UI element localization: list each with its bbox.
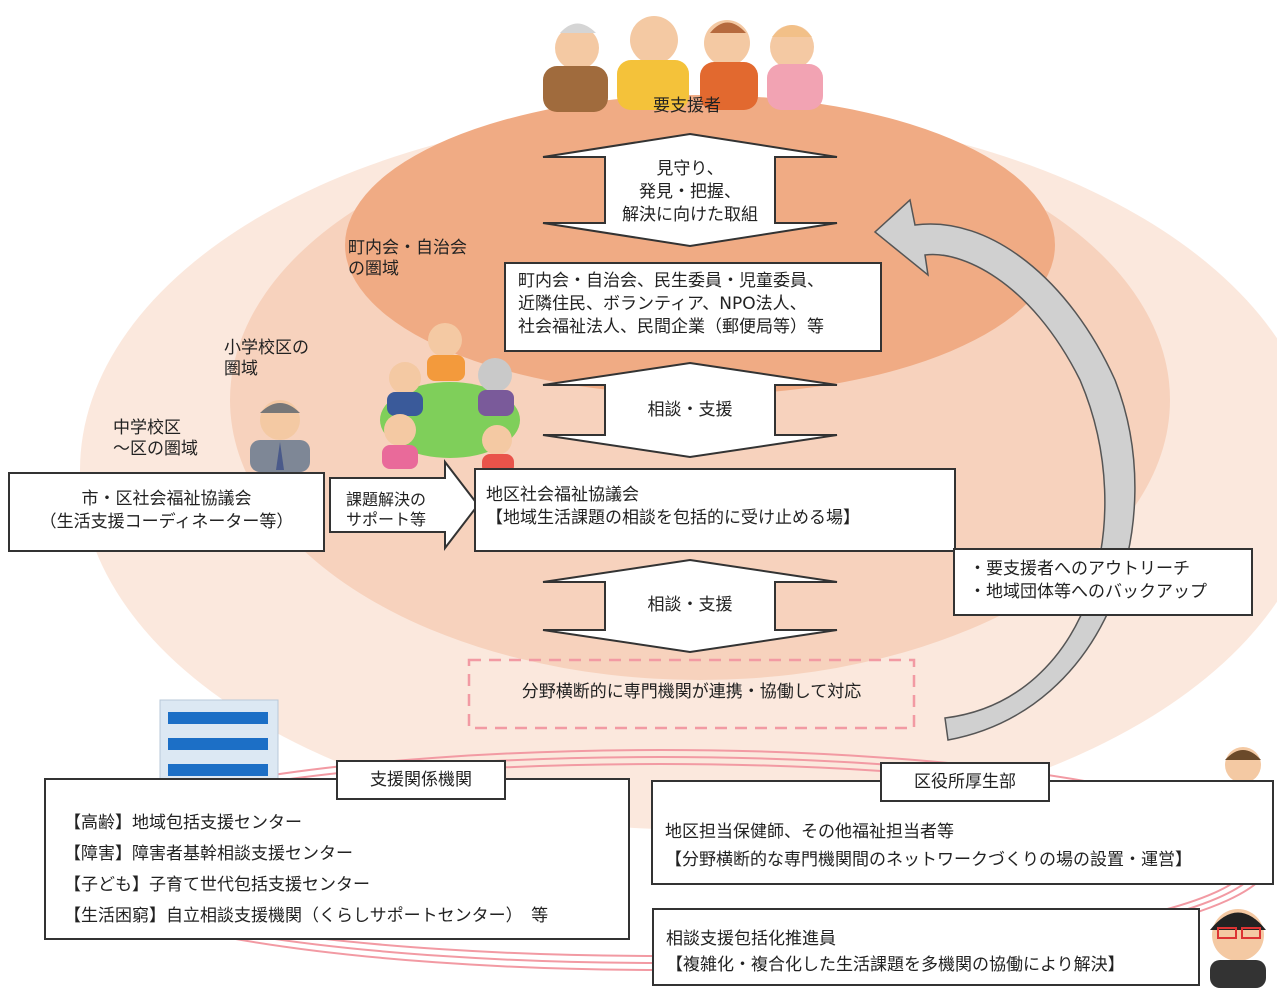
city-council-line-1: 市・区社会福祉協議会 [81, 489, 252, 509]
people-top-label: 要支援者 [653, 96, 721, 116]
zone-elementary-label: 小学校区の 圏域 [224, 338, 309, 381]
watch-arrow-line-1: 見守り、 [656, 159, 724, 179]
support-org-item-3: 【子ども】子育て世代包括支援センター [64, 875, 370, 895]
outreach-line-2: ・地域団体等へのバックアップ [969, 581, 1207, 602]
ward-office-line-2: 【分野横断的な専門機関間のネットワークづくりの場の設置・運営】 [665, 850, 1192, 870]
cross-field-text: 分野横断的に専門機関が連携・協働して対応 [521, 682, 862, 702]
zone-junior-line-2: ～区の圏域 [113, 439, 198, 460]
person-promoter [1210, 909, 1266, 988]
support-arrow-text: 課題解決の サポート等 [346, 490, 426, 530]
district-council-line-2: 【地域生活課題の相談を包括的に受け止める場】 [486, 507, 860, 528]
city-council-box: 市・区社会福祉協議会 （生活支援コーディネーター等） [8, 472, 325, 552]
zone-junior-label: 中学校区 ～区の圏域 [113, 418, 198, 461]
watch-arrow-line-3: 解決に向けた取組 [622, 204, 758, 225]
support-orgs-box: 【高齢】地域包括支援センター 【障害】障害者基幹相談支援センター 【子ども】子育… [44, 778, 630, 940]
zone-neighborhood-label: 町内会・自治会 の圏域 [348, 238, 467, 281]
zone-neighborhood-line-2: の圏域 [348, 259, 399, 280]
promoter-box: 相談支援包括化推進員 【複雑化・複合化した生活課題を多機関の協働により解決】 [652, 908, 1200, 986]
support-orgs-title: 支援関係機関 [336, 760, 506, 800]
zone-elementary-line-2: 圏域 [224, 359, 258, 380]
city-council-line-2: （生活支援コーディネーター等） [39, 511, 294, 532]
people-group-table [380, 323, 520, 474]
promoter-line-1: 相談支援包括化推進員 [666, 929, 836, 949]
community-box: 町内会・自治会、民生委員・児童委員、 近隣住民、ボランティア、NPO法人、 社会… [504, 262, 882, 352]
promoter-line-2: 【複雑化・複合化した生活課題を多機関の協働により解決】 [666, 955, 1125, 975]
person-coordinator [250, 400, 310, 472]
watch-arrow-line-2: 発見・把握、 [639, 181, 741, 202]
support-arrow-shape [329, 459, 480, 551]
district-council-box: 地区社会福祉協議会 【地域生活課題の相談を包括的に受け止める場】 [474, 468, 956, 552]
outreach-box: ・要支援者へのアウトリーチ ・地域団体等へのバックアップ [953, 548, 1253, 616]
support-arrow-line-2: サポート等 [346, 510, 427, 529]
people-group-top [543, 16, 823, 112]
cross-field-dashed-box [467, 658, 916, 730]
zone-junior-line-1: 中学校区 [113, 418, 181, 438]
watch-arrow-shape [542, 132, 838, 248]
community-line-3: 社会福祉法人、民間企業（郵便局等）等 [518, 316, 824, 337]
ward-office-title: 区役所厚生部 [880, 762, 1050, 802]
outreach-line-1: ・要支援者へのアウトリーチ [969, 559, 1190, 579]
community-line-2: 近隣住民、ボランティア、NPO法人、 [518, 293, 807, 314]
consult-arrow-1-shape [542, 361, 838, 459]
support-arrow-line-1: 課題解決の [346, 490, 427, 509]
consult-arrow-2-text: 相談・支援 [647, 595, 733, 615]
watch-arrow-text: 見守り、 発見・把握、 解決に向けた取組 [605, 158, 775, 227]
zone-neighborhood-line-1: 町内会・自治会 [348, 238, 467, 258]
consult-arrow-1-text: 相談・支援 [647, 400, 733, 420]
support-org-item-1: 【高齢】地域包括支援センター [64, 813, 302, 833]
support-org-item-4: 【生活困窮】自立相談支援機関（くらしサポートセンター） 等 [64, 906, 549, 926]
support-org-item-2: 【障害】障害者基幹相談支援センター [64, 844, 353, 864]
community-line-1: 町内会・自治会、民生委員・児童委員、 [518, 271, 824, 291]
ward-office-line-1: 地区担当保健師、その他福祉担当者等 [665, 822, 954, 842]
district-council-line-1: 地区社会福祉協議会 [486, 485, 639, 505]
zone-elementary-line-1: 小学校区の [224, 338, 309, 358]
consult-arrow-2-shape [542, 558, 838, 654]
